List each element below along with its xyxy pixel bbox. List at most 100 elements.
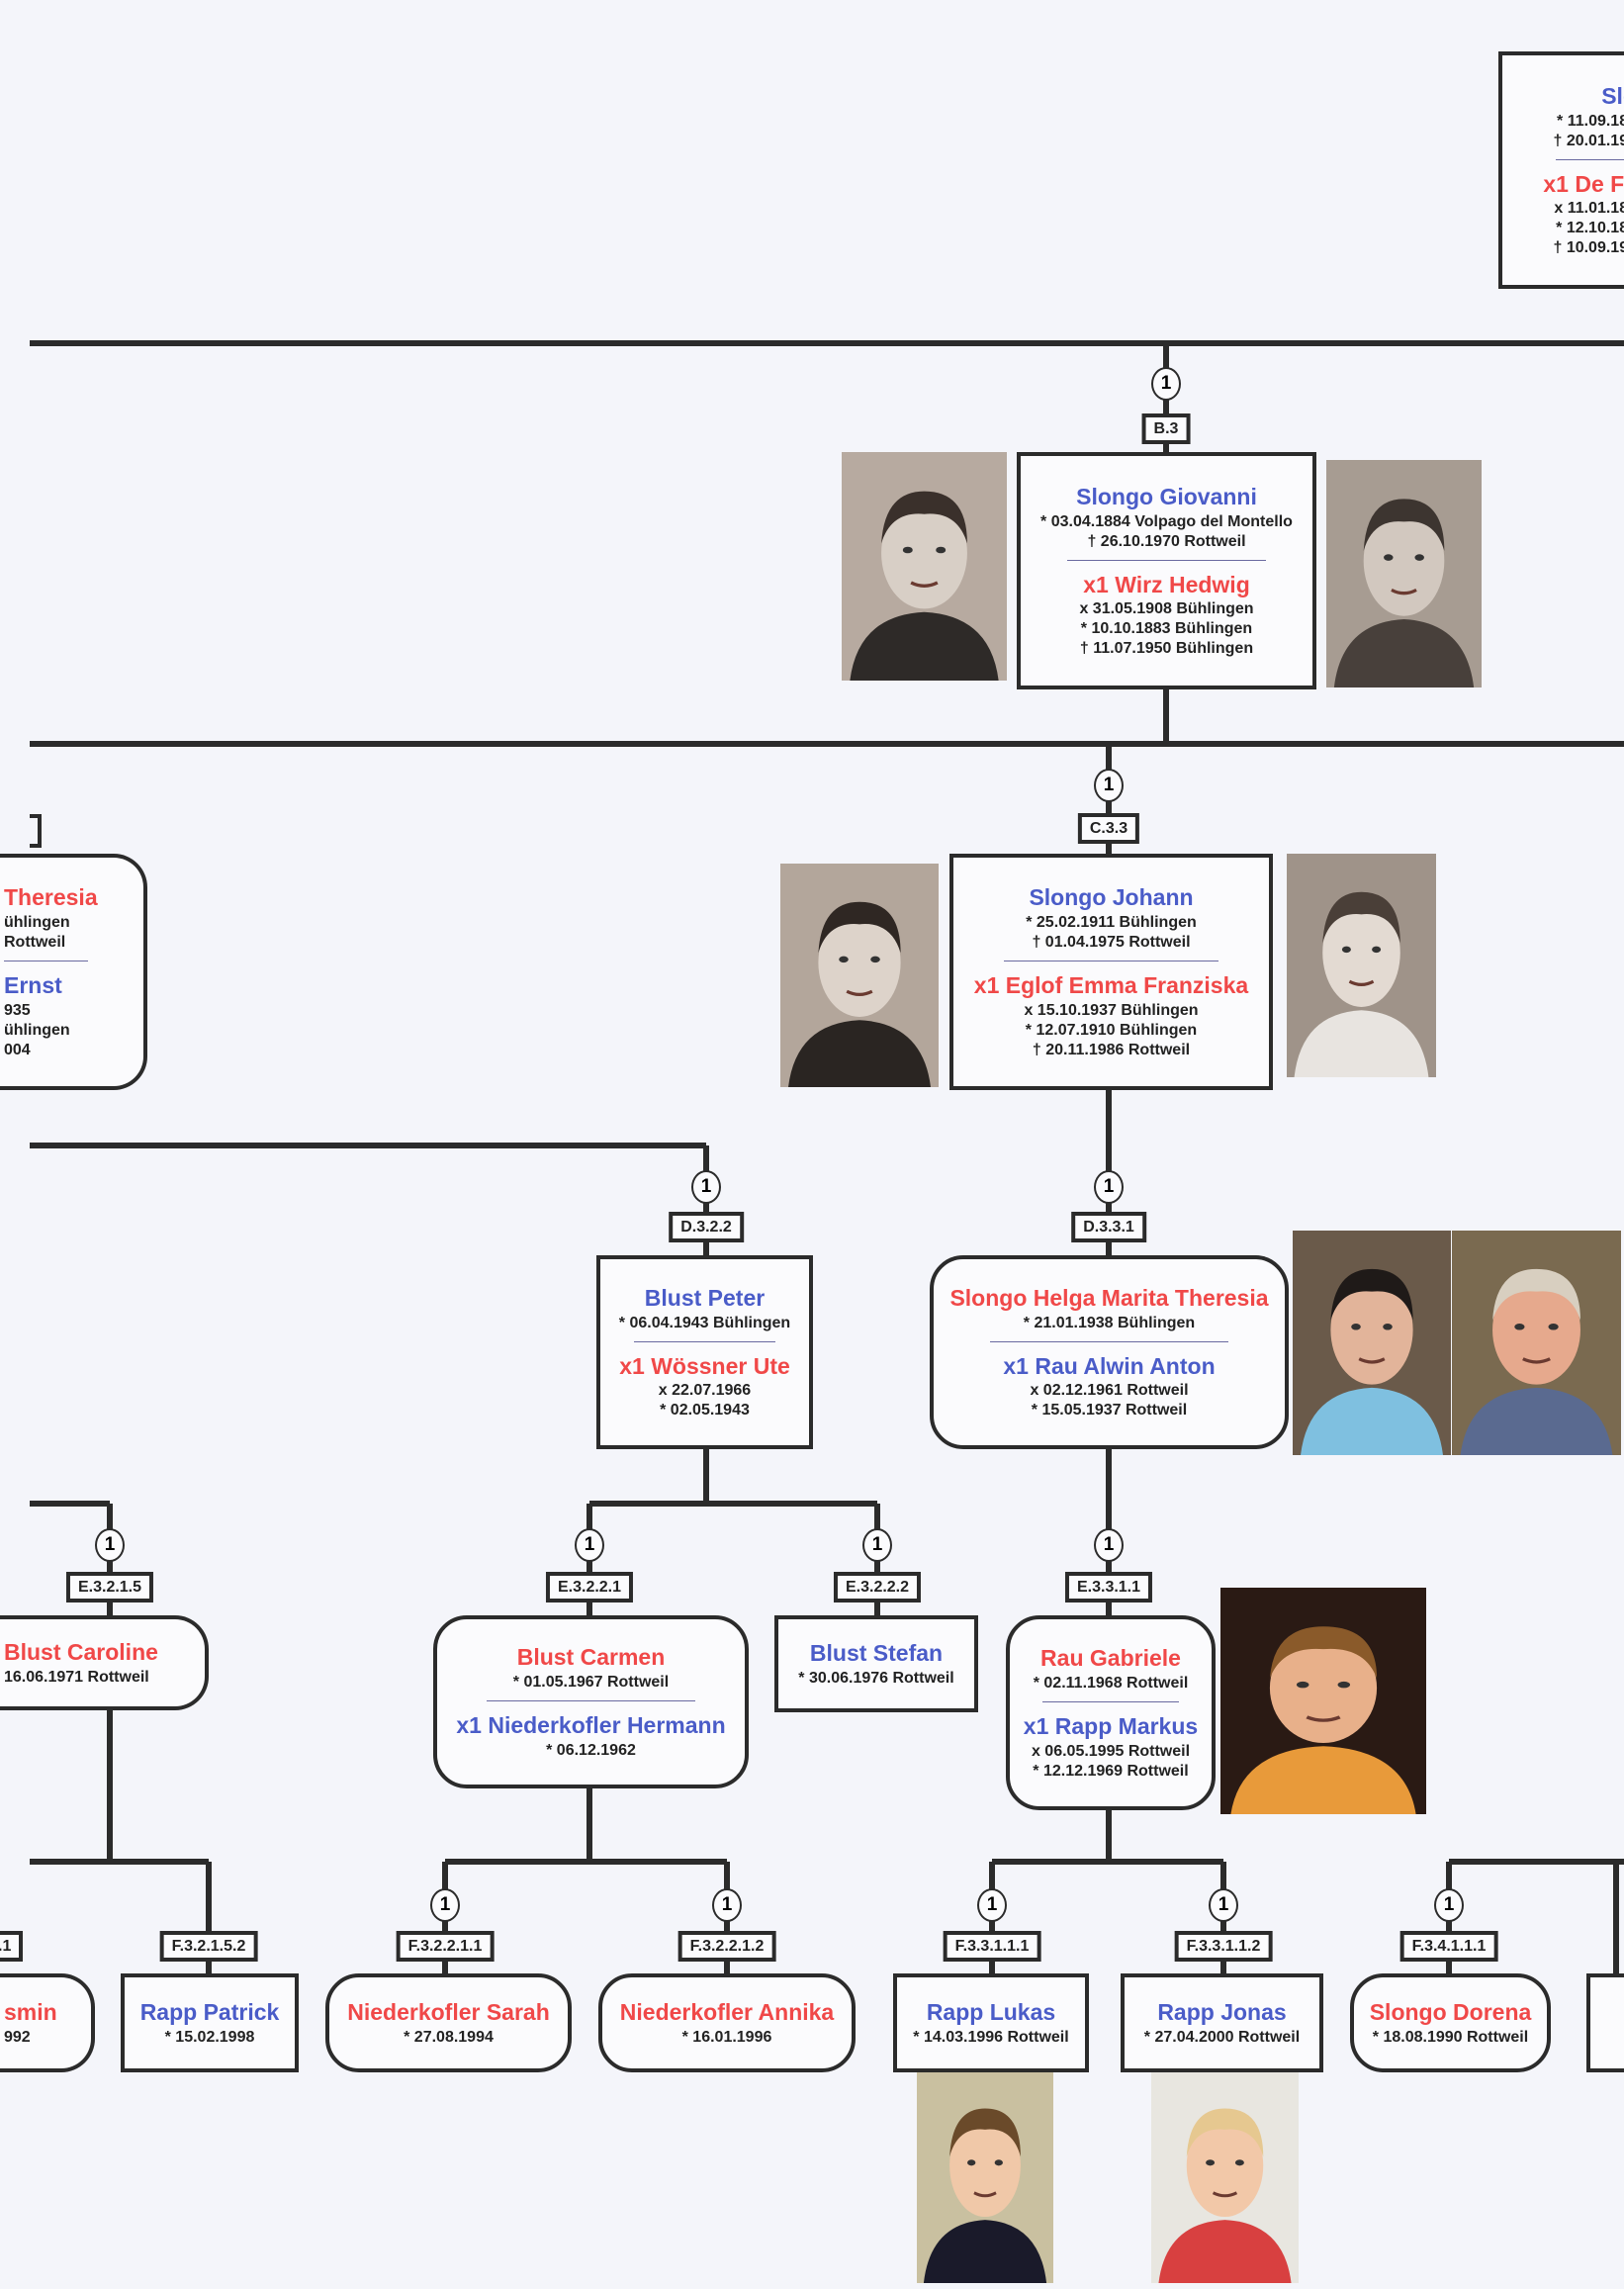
marriage-number-badge: 1	[1434, 1888, 1464, 1922]
generation-code-label: E.3.3.1.1	[1064, 1572, 1153, 1602]
generation-code-label: F.3.4.1.1.1	[1399, 1931, 1498, 1962]
life-event-text: x 06.05.1995 Rottweil	[1031, 1742, 1191, 1760]
life-event-text: * 12.12.1969 Rottweil	[1033, 1762, 1189, 1780]
marriage-number-badge: 1	[1209, 1888, 1238, 1922]
life-event-text: x 15.10.1937 Bühlingen	[1024, 1001, 1199, 1019]
life-event-text: x 31.05.1908 Bühlingen	[1079, 600, 1254, 618]
spouse-name: x1 Rapp Markus	[1023, 1713, 1199, 1739]
person-name: Niederkofler Annika	[619, 1999, 835, 2026]
person-card-dorena[interactable]: Slongo Dorena* 18.08.1990 Rottweil	[1350, 1973, 1551, 2072]
spouse-divider	[633, 1340, 776, 1342]
spouse-name: x1 Eglof Emma Franziska	[973, 972, 1249, 998]
portrait-photo	[1151, 2072, 1299, 2283]
person-card-stefan[interactable]: Blust Stefan* 30.06.1976 Rottweil	[774, 1615, 978, 1712]
life-event-text: x 02.12.1961 Rottweil	[1030, 1382, 1189, 1400]
spouse-name: x1 Wössner Ute	[619, 1352, 790, 1379]
marriage-number-badge: 1	[575, 1528, 604, 1562]
generation-code-label: F.3.2.2.1.2	[677, 1931, 776, 1962]
marriage-number-badge: 1	[1094, 1528, 1124, 1562]
person-name: Rau Gabriele	[1040, 1645, 1181, 1672]
life-event-text: 935	[4, 1001, 31, 1019]
generation-code-label: F.3.2.1.5.2	[159, 1931, 258, 1962]
life-event-text: * 27.08.1994	[404, 2028, 494, 2046]
marriage-number-badge: 1	[95, 1528, 125, 1562]
life-event-text: * 02.05.1943	[660, 1402, 750, 1419]
person-card-caroline[interactable]: Blust Caroline 16.06.1971 Rottweil	[0, 1615, 209, 1710]
portrait-photo	[842, 452, 1007, 681]
marriage-number-badge: 1	[1094, 769, 1124, 802]
spouse-name: x1 Niederkofler Hermann	[456, 1712, 726, 1738]
spouse-divider	[1067, 559, 1266, 561]
generation-code-label: D.3.2.2	[669, 1212, 744, 1242]
person-name: Rapp Patrick	[139, 1999, 280, 2026]
portrait-photo	[780, 864, 939, 1087]
life-event-text: x 11.01.188	[1554, 200, 1624, 218]
generation-code-label: F.3.2.2.1.1	[396, 1931, 495, 1962]
marriage-number-badge: 1	[862, 1528, 892, 1562]
person-name: smin	[4, 1999, 57, 2026]
generation-code-label: C.3.3	[1077, 813, 1140, 844]
person-name: Blust Peter	[644, 1284, 766, 1311]
person-name: Slo	[1601, 82, 1624, 109]
person-card-carmen[interactable]: Blust Carmen * 01.05.1967 Rottweil x1 Nied…	[433, 1615, 749, 1788]
person-card-helga[interactable]: Slongo Helga Marita Theresia* 21.01.1938…	[930, 1255, 1289, 1449]
generation-code-label: E.3.2.1.5	[65, 1572, 154, 1602]
life-event-text: † 01.04.1975 Rottweil	[1032, 934, 1191, 951]
generation-code-label: F.3.3.1.1.2	[1174, 1931, 1273, 1962]
spouse-divider	[1556, 158, 1624, 160]
person-card-s_right[interactable]: S* 0	[1586, 1973, 1624, 2072]
marriage-number-badge: 1	[691, 1170, 721, 1204]
life-event-text: * 15.05.1937 Rottweil	[1031, 1402, 1188, 1419]
portrait-photo	[917, 2072, 1053, 2283]
life-event-text: † 26.10.1970 Rottweil	[1087, 532, 1246, 550]
person-card-slo_top[interactable]: Slo * 11.09.185 † 20.01.194 x1 De Fa x 11.01…	[1498, 51, 1624, 289]
life-event-text: * 15.02.1998	[164, 2028, 255, 2046]
life-event-text: * 01.05.1967 Rottweil	[512, 1674, 670, 1691]
spouse-name: x1 Wirz Hedwig	[1083, 571, 1250, 597]
person-card-johann[interactable]: Slongo Johann* 25.02.1911 Bühlingen† 01.…	[949, 854, 1273, 1090]
life-event-text: 004	[4, 1041, 31, 1058]
life-event-text: * 30.06.1976 Rottweil	[798, 1669, 954, 1687]
life-event-text: ühlingen	[4, 914, 70, 931]
person-card-peter[interactable]: Blust Peter * 06.04.1943 Bühlingen x1 Wöss…	[596, 1255, 813, 1449]
person-name: Blust Caroline	[4, 1639, 158, 1666]
spouse-divider	[989, 1340, 1229, 1342]
marriage-number-badge: 1	[430, 1888, 460, 1922]
life-event-text: * 27.04.2000 Rottweil	[1143, 2028, 1301, 2046]
person-name: Blust Carmen	[516, 1644, 666, 1671]
marriage-number-badge: 1	[977, 1888, 1007, 1922]
life-event-text: † 10.09.190	[1553, 239, 1624, 257]
life-event-text: † 20.01.194	[1553, 132, 1624, 149]
life-event-text: * 11.09.185	[1557, 112, 1624, 130]
generation-code-label: E.3.2.2.2	[833, 1572, 922, 1602]
portrait-photo	[1452, 1231, 1621, 1455]
life-event-text: * 10.10.1883 Bühlingen	[1080, 620, 1253, 638]
person-card-annika[interactable]: Niederkofler Annika* 16.01.1996	[598, 1973, 856, 2072]
generation-code-label: F.3.3.1.1.1	[943, 1931, 1041, 1962]
life-event-text: * 12.07.1910 Bühlingen	[1025, 1021, 1198, 1039]
spouse-name: x1 De Fa	[1543, 170, 1624, 197]
person-name: Slongo Dorena	[1369, 1999, 1532, 2026]
generation-code-label: D.3.3.1	[1071, 1212, 1146, 1242]
person-card-sarah[interactable]: Niederkofler Sarah* 27.08.1994	[325, 1973, 572, 2072]
life-event-text: * 25.02.1911 Bühlingen	[1026, 914, 1197, 931]
person-name: Slongo Helga Marita Theresia	[949, 1284, 1269, 1311]
person-card-patrick[interactable]: Rapp Patrick * 15.02.1998	[121, 1973, 299, 2072]
person-name: Rapp Jonas	[1157, 1999, 1287, 2026]
person-card-jonas[interactable]: Rapp Jonas * 27.04.2000 Rottweil	[1121, 1973, 1323, 2072]
spouse-name: x1 Rau Alwin Anton	[1003, 1352, 1216, 1379]
life-event-text: * 06.12.1962	[546, 1741, 636, 1759]
life-event-text: 16.06.1971 Rottweil	[4, 1668, 149, 1686]
portrait-photo	[1326, 460, 1482, 687]
spouse-divider	[1041, 1701, 1180, 1702]
life-event-text: ühlingen	[4, 1021, 70, 1039]
portrait-photo	[1293, 1231, 1451, 1455]
portrait-photo	[1220, 1588, 1426, 1814]
person-card-lukas[interactable]: Rapp Lukas* 14.03.1996 Rottweil	[893, 1973, 1089, 2072]
life-event-text: * 06.04.1943 Bühlingen	[618, 1314, 791, 1331]
person-card-giovanni[interactable]: Slongo Giovanni* 03.04.1884 Volpago del …	[1017, 452, 1316, 689]
life-event-text: * 03.04.1884 Volpago del Montello	[1040, 512, 1293, 530]
